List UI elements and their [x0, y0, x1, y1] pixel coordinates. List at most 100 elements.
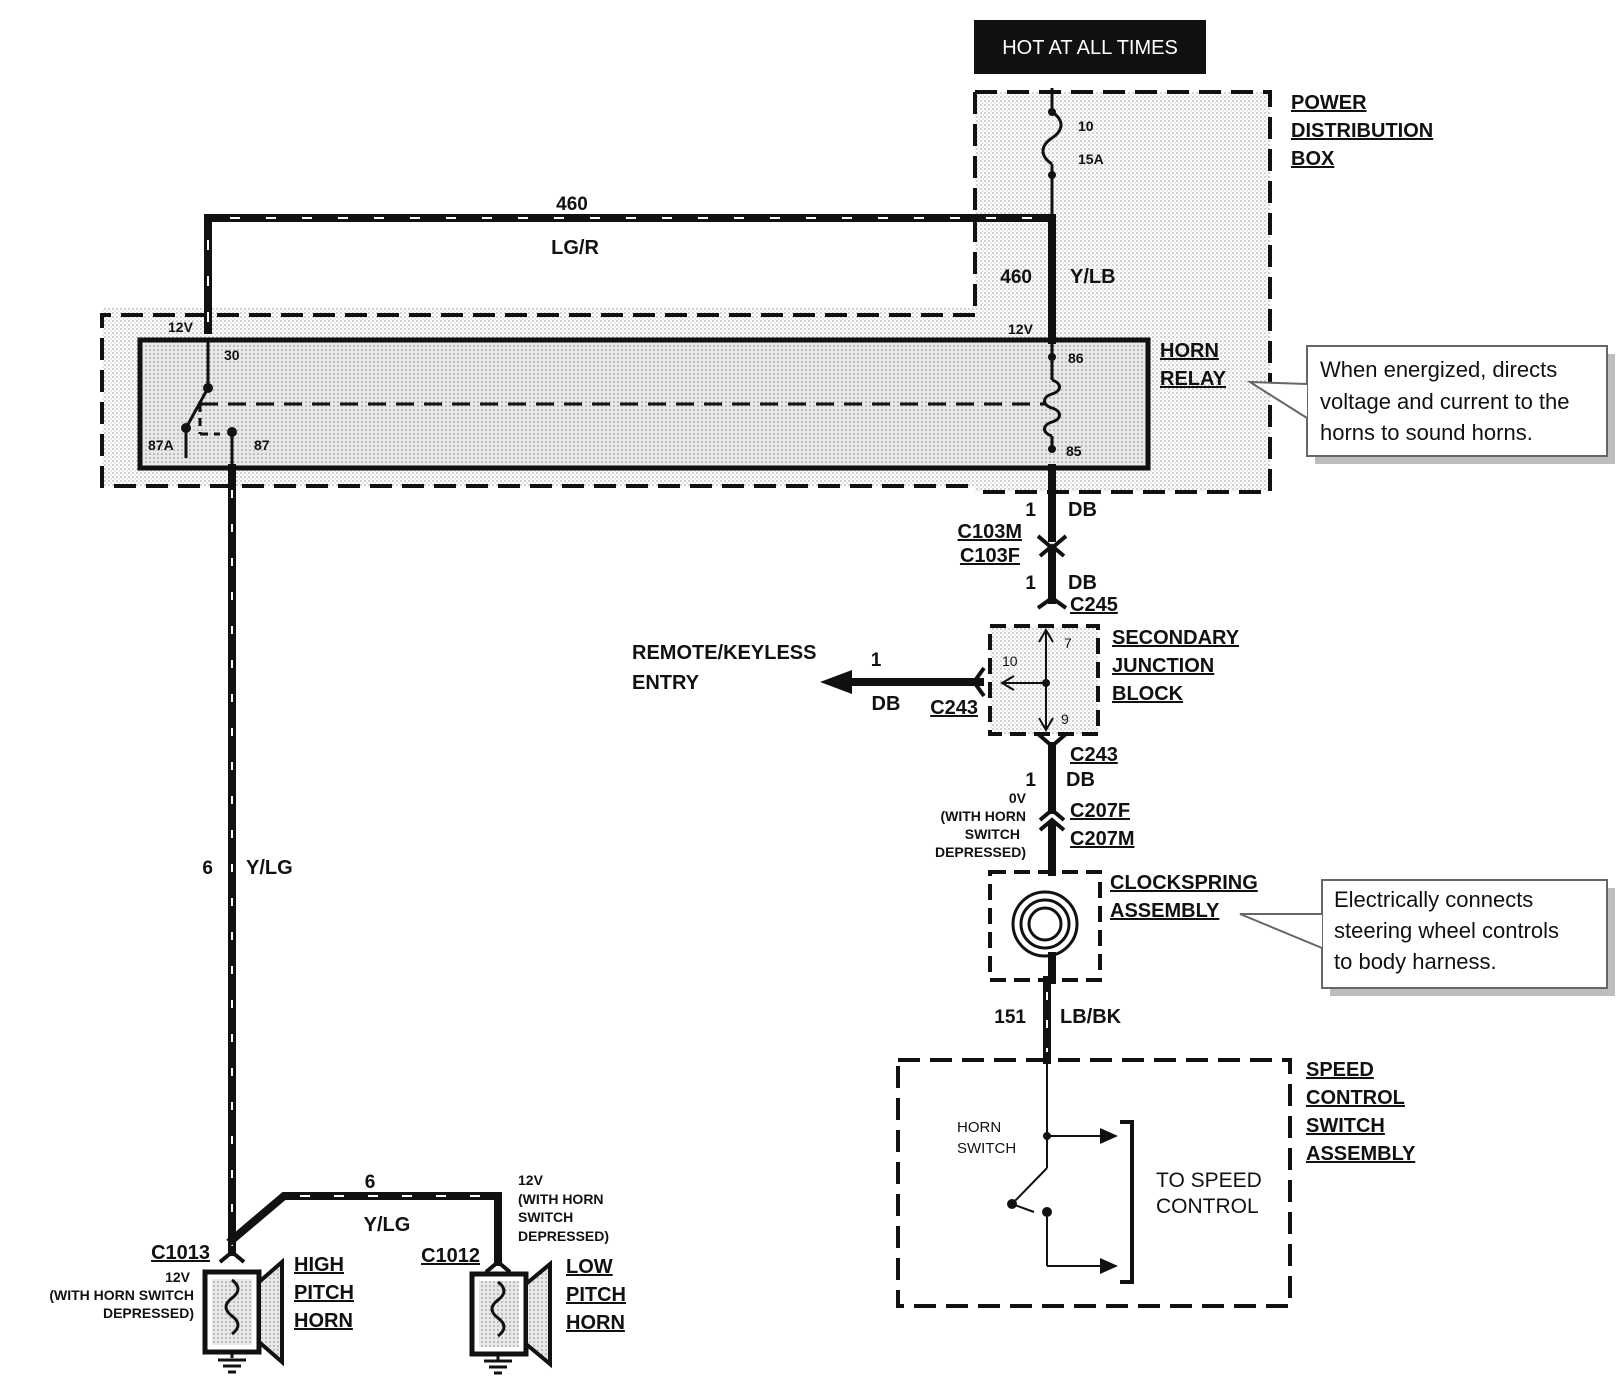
wire-db-3-color: DB — [1066, 769, 1095, 791]
clockspring-voltage-3: SWITCH — [965, 826, 1020, 842]
clockspring-voltage-4: DEPRESSED) — [935, 844, 1026, 860]
callout-horn-relay — [1246, 345, 1615, 464]
clockspring-assembly — [988, 870, 1102, 984]
wire-460-feed-color: Y/LB — [1070, 266, 1116, 288]
speed-control-label-2: CONTROL — [1306, 1087, 1405, 1109]
fuse-number: 10 — [1078, 118, 1094, 134]
low-horn-label-2: PITCH — [566, 1284, 626, 1306]
connector-c103f: C103F — [960, 545, 1020, 567]
fuse-amperage: 15A — [1078, 151, 1104, 167]
wire-460-lgr — [204, 214, 1056, 334]
wire-db-3-circuit: 1 — [1025, 770, 1036, 791]
callout-clockspring-line-2: steering wheel controls — [1334, 918, 1559, 943]
junction-pin-9: 9 — [1061, 711, 1069, 727]
speed-control-label-3: SWITCH — [1306, 1115, 1385, 1137]
callout-relay-line-1: When energized, directs — [1320, 357, 1557, 382]
wire-db-1-circuit: 1 — [1025, 500, 1036, 521]
secondary-junction-block — [988, 624, 1100, 736]
wire-db-2-color: DB — [1068, 572, 1097, 594]
wire-6-link-circuit: 6 — [365, 1172, 376, 1193]
horn-relay — [137, 337, 1151, 471]
low-pitch-horn — [469, 1259, 552, 1375]
connector-c207f: C207F — [1070, 800, 1130, 822]
speed-control-switch-assembly — [896, 1058, 1292, 1308]
callout-clockspring-line-3: to body harness. — [1334, 949, 1497, 974]
connector-c103m: C103M — [958, 521, 1022, 543]
connector-c1013: C1013 — [151, 1242, 210, 1264]
to-speed-control-label: TO SPEED — [1156, 1169, 1262, 1192]
speed-control-label: SPEED — [1306, 1059, 1374, 1081]
horn-relay-label-2: RELAY — [1160, 368, 1227, 390]
high-horn-voltage: 12V — [165, 1269, 191, 1285]
clockspring-voltage: 0V — [1009, 790, 1027, 806]
wire-remote-keyless — [820, 666, 986, 698]
wire-db-1 — [1036, 464, 1068, 610]
clockspring-label-2: ASSEMBLY — [1110, 900, 1220, 922]
junction-block-label-2: JUNCTION — [1112, 655, 1214, 677]
wire-151-color: LB/BK — [1060, 1006, 1122, 1028]
wire-460-circuit: 460 — [556, 194, 588, 215]
wire-6-left-circuit: 6 — [202, 858, 213, 879]
callout-relay-line-3: horns to sound horns. — [1320, 420, 1533, 445]
relay-pin-85: 85 — [1066, 443, 1082, 459]
wire-6-link-color: Y/LG — [364, 1214, 411, 1236]
hot-at-all-times-badge: HOT AT ALL TIMES — [974, 20, 1206, 74]
power-distribution-box-label-3: BOX — [1291, 148, 1335, 170]
high-horn-voltage-2: (WITH HORN SWITCH — [49, 1287, 194, 1303]
wire-151-circuit: 151 — [994, 1007, 1026, 1028]
wire-db-3 — [1036, 732, 1068, 876]
high-horn-label-3: HORN — [294, 1310, 353, 1332]
relay-pin-86: 86 — [1068, 350, 1084, 366]
junction-pin-7: 7 — [1064, 635, 1072, 651]
high-horn-label-2: PITCH — [294, 1282, 354, 1304]
relay-12v-right: 12V — [1008, 321, 1034, 337]
remote-keyless-label: REMOTE/KEYLESS — [632, 642, 816, 664]
wire-6-ylg-link — [226, 1192, 502, 1266]
wire-db-1-color: DB — [1068, 499, 1097, 521]
junction-pin-10: 10 — [1002, 653, 1018, 669]
wire-6-left-color: Y/LG — [246, 857, 293, 879]
junction-block-label: SECONDARY — [1112, 627, 1240, 649]
low-horn-voltage: 12V — [518, 1172, 544, 1188]
power-distribution-box-label: POWER — [1291, 92, 1367, 114]
relay-switch — [181, 340, 1046, 468]
low-horn-voltage-3: SWITCH — [518, 1209, 573, 1225]
low-horn-voltage-2: (WITH HORN — [518, 1191, 604, 1207]
high-horn-voltage-3: DEPRESSED) — [103, 1305, 194, 1321]
callout-relay-line-2: voltage and current to the — [1320, 389, 1570, 414]
wire-db-2-circuit: 1 — [1025, 573, 1036, 594]
connector-c1012: C1012 — [421, 1245, 480, 1267]
relay-pin-30: 30 — [224, 347, 240, 363]
callout-clockspring-line-1: Electrically connects — [1334, 887, 1533, 912]
relay-pin-87: 87 — [254, 437, 270, 453]
horn-switch-label: HORN — [957, 1119, 1001, 1136]
low-horn-voltage-4: DEPRESSED) — [518, 1228, 609, 1244]
wire-460-feed-circuit: 460 — [1000, 267, 1032, 288]
connector-c243-left: C243 — [930, 697, 978, 719]
connector-c207m: C207M — [1070, 828, 1134, 850]
wire-rke-circuit: 1 — [871, 650, 882, 671]
relay-coil — [1043, 340, 1061, 453]
to-speed-control-label-2: CONTROL — [1156, 1195, 1259, 1218]
clockspring-label: CLOCKSPRING — [1110, 872, 1258, 894]
wire-rke-color: DB — [872, 693, 901, 715]
clockspring-voltage-2: (WITH HORN — [940, 808, 1026, 824]
svg-text:HOT AT ALL TIMES: HOT AT ALL TIMES — [1002, 37, 1178, 59]
low-horn-label: LOW — [566, 1256, 613, 1278]
connector-c243-bottom: C243 — [1070, 744, 1118, 766]
high-pitch-horn — [202, 1249, 284, 1374]
horn-relay-label: HORN — [1160, 340, 1219, 362]
low-horn-label-3: HORN — [566, 1312, 625, 1334]
horn-switch-label-2: SWITCH — [957, 1140, 1016, 1157]
junction-block-label-3: BLOCK — [1112, 683, 1184, 705]
remote-keyless-label-2: ENTRY — [632, 672, 700, 694]
relay-12v-left: 12V — [168, 319, 194, 335]
speed-control-label-4: ASSEMBLY — [1306, 1143, 1416, 1165]
wire-460-color: LG/R — [551, 237, 599, 259]
callout-clockspring — [1239, 879, 1615, 996]
power-distribution-box-label-2: DISTRIBUTION — [1291, 120, 1433, 142]
high-horn-label: HIGH — [294, 1254, 344, 1276]
relay-pin-87a: 87A — [148, 437, 174, 453]
connector-c245: C245 — [1070, 594, 1118, 616]
